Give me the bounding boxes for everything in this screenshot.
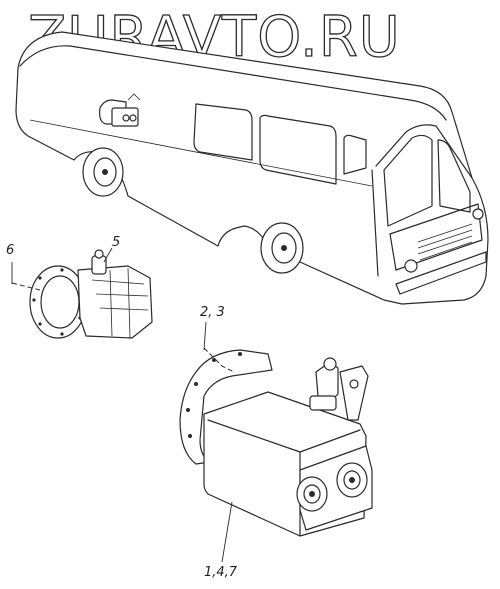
bus-windshield-right [437, 139, 471, 213]
callout-2-3: 2, 3 [200, 305, 225, 320]
bus-window-3 [343, 134, 367, 175]
leader-line-5 [103, 247, 113, 263]
large-shift-bracket [339, 365, 369, 421]
axis-line-6 [11, 282, 41, 291]
small-gearbox-case [77, 265, 153, 339]
small-shift-knob [94, 249, 104, 259]
bus-illustration [15, 31, 489, 305]
bus-front-pillar [371, 169, 379, 277]
bus-headlight-left [404, 259, 418, 273]
axis-line-23 [203, 347, 235, 373]
large-bell-flange [179, 349, 273, 465]
large-flange-bolts [186, 352, 242, 438]
large-shift-housing [309, 395, 337, 411]
bus-bumper [395, 251, 487, 295]
small-bell-inner [40, 275, 80, 329]
bus-front-top [375, 124, 473, 179]
bus-roof-line [19, 45, 447, 121]
callout-6: 6 [6, 243, 14, 258]
large-output-flanges [296, 445, 373, 531]
bus-rear-wheel [82, 147, 124, 197]
leader-line-23 [203, 321, 207, 351]
large-gearbox-assembly [179, 347, 373, 563]
bus-windshield-left [383, 134, 433, 227]
small-shift-tower [91, 255, 107, 275]
bus-grille [417, 223, 473, 261]
bus-window-1 [193, 103, 253, 161]
leader-line-147 [221, 501, 233, 563]
bus-window-2 [259, 114, 337, 185]
bus-gearbox-location-mark [99, 93, 141, 127]
bus-front-panel [389, 203, 483, 271]
bus-belt-line [29, 119, 373, 187]
callout-1-4-7: 1,4,7 [204, 565, 238, 580]
bus-headlight-right [472, 208, 484, 220]
small-gearbox-assembly [11, 249, 153, 339]
bus-front-wheel [260, 222, 304, 274]
large-shift-knob [323, 357, 337, 371]
callout-5: 5 [112, 235, 120, 250]
